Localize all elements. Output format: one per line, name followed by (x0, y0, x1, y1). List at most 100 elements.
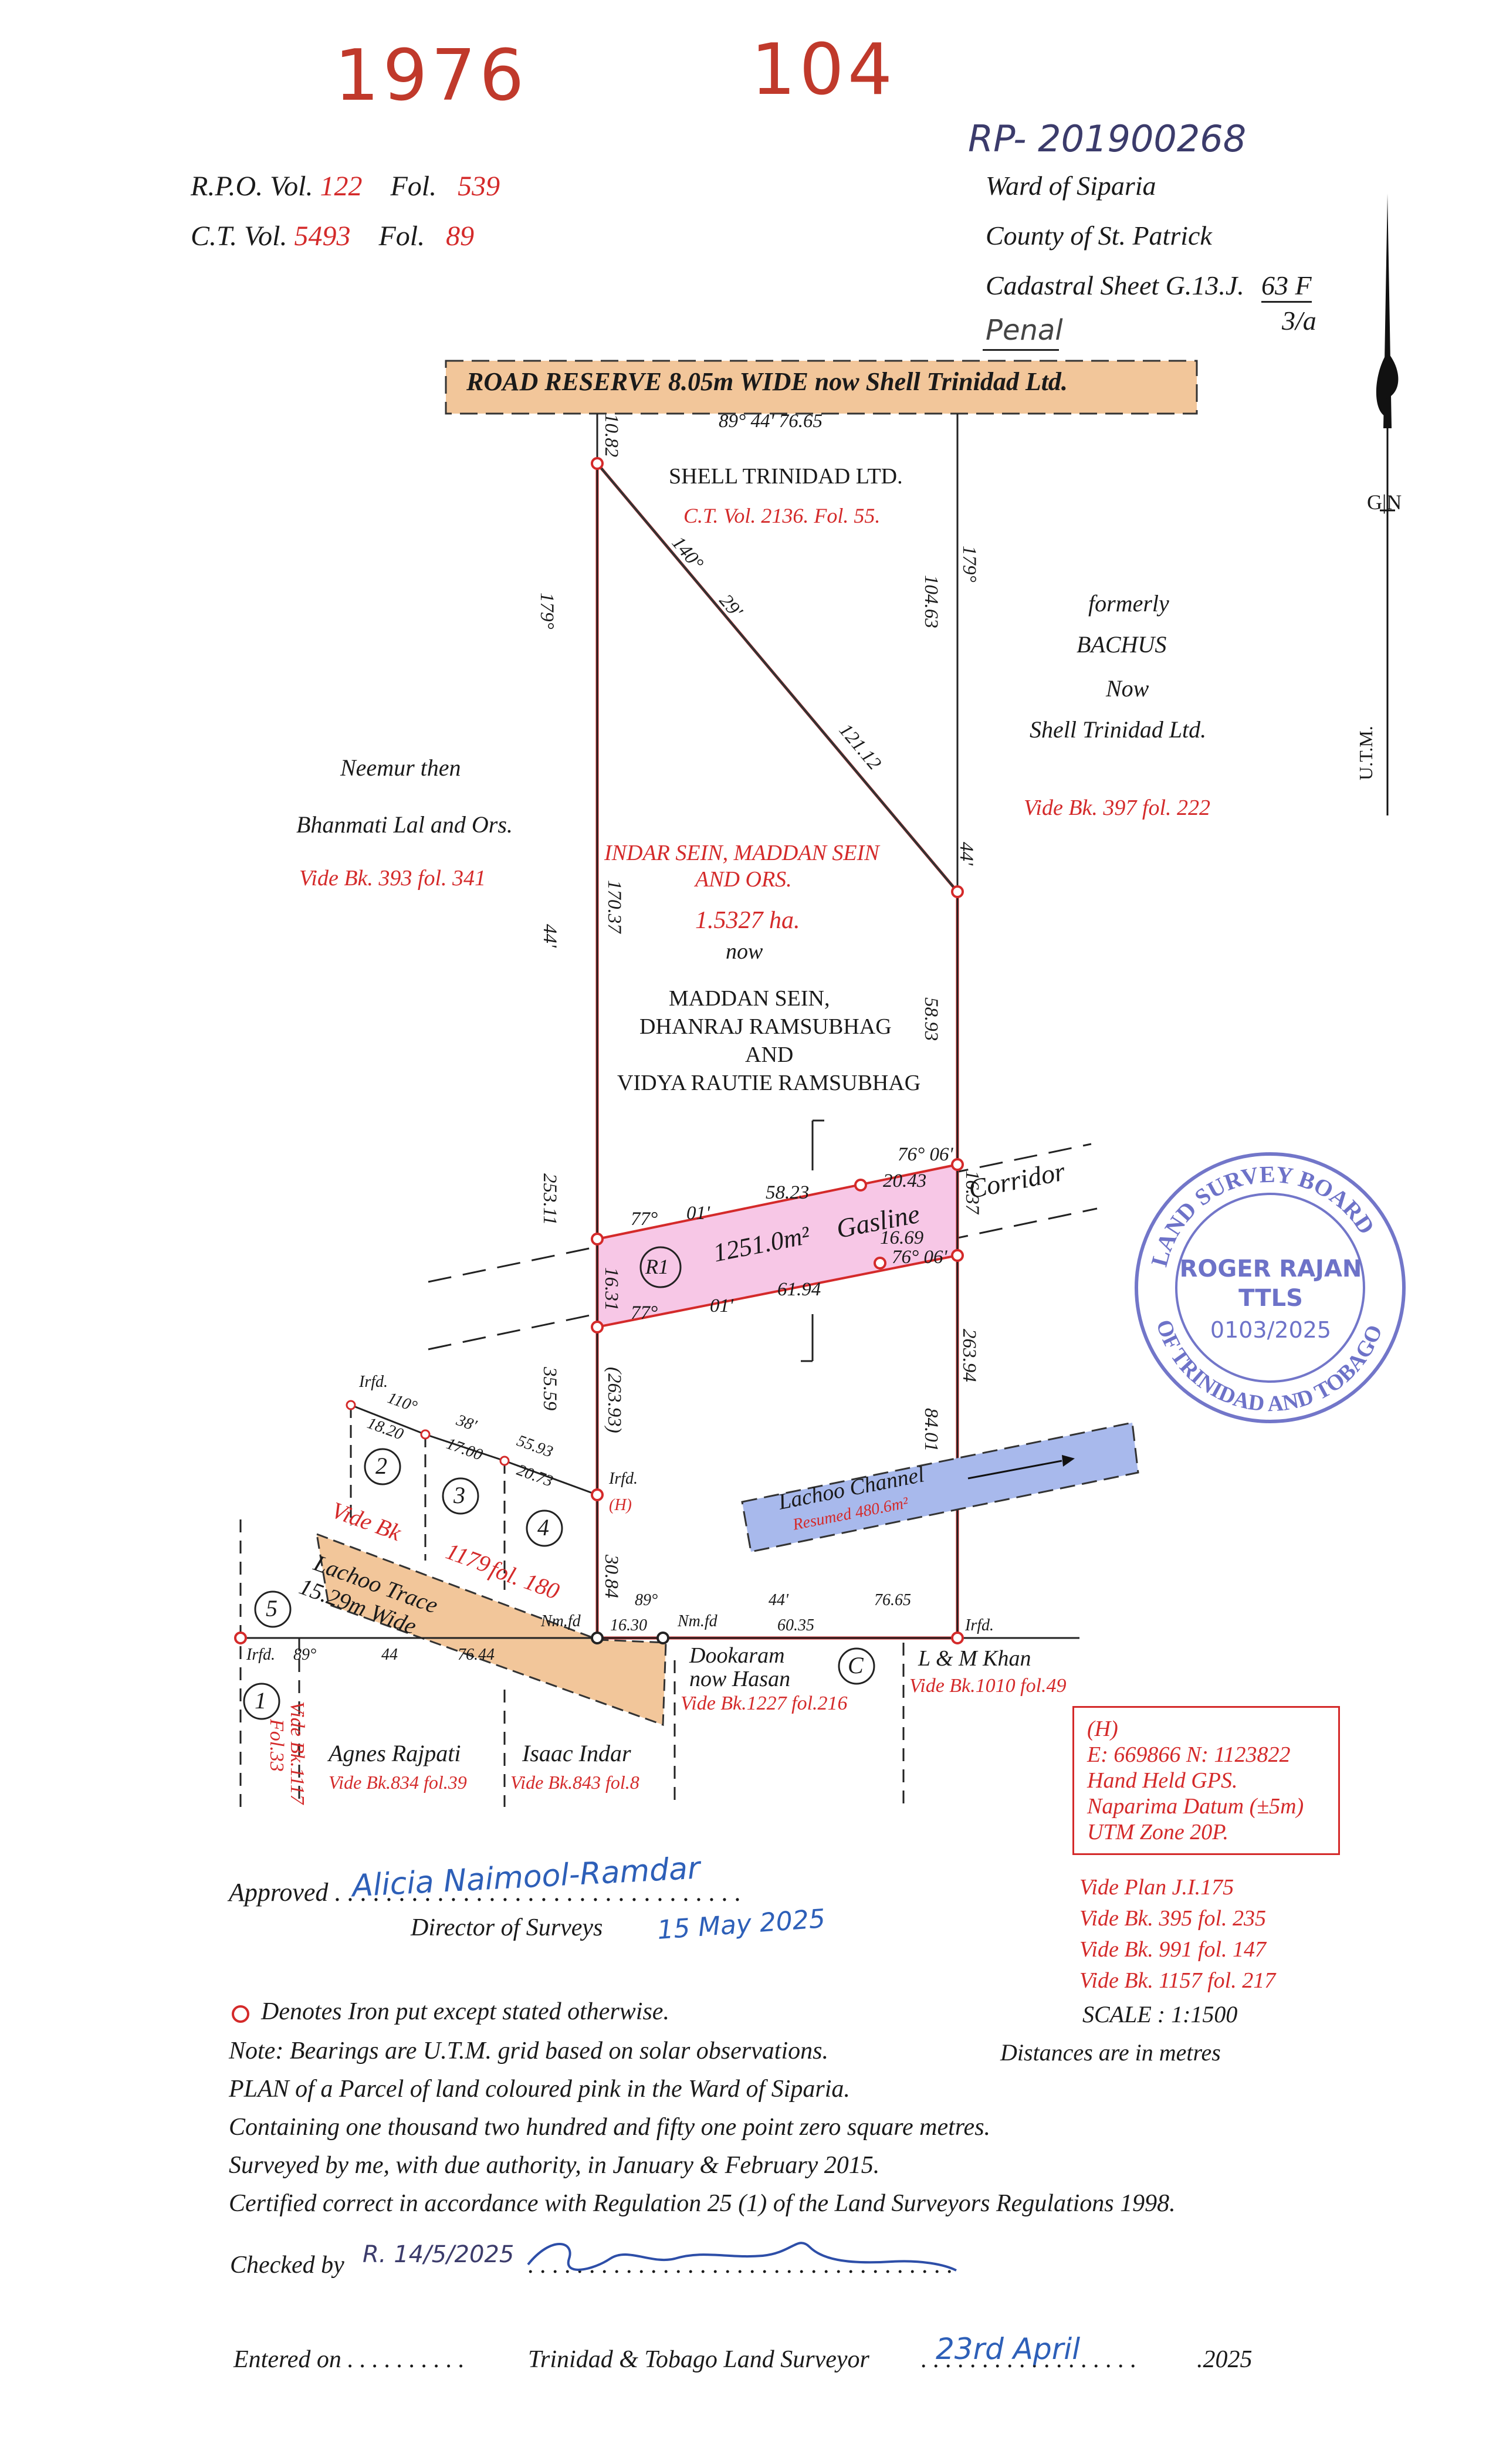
dim-01-a: 01' (686, 1203, 710, 1224)
rpo-vol: 122 (320, 171, 363, 202)
east-owner-1: formerly (1088, 590, 1169, 617)
isaac-owner: Isaac Indar (522, 1740, 631, 1766)
dim-179-east: 179° (959, 546, 980, 583)
shell-ct: C.T. Vol. 2136. Fol. 55. (683, 504, 881, 527)
surveyor-date: 23rd April (936, 2332, 1081, 2366)
note-bearings: Note: Bearings are U.T.M. grid based on … (229, 2037, 828, 2064)
ref-bk-991: Vide Bk. 991 fol. 147 (1079, 1937, 1267, 1962)
cadastral-sub: 3/a (1282, 306, 1316, 336)
west-ref: Vide Bk. 393 fol. 341 (299, 866, 486, 891)
lots-north-line (350, 1404, 598, 1496)
dim-77-a: 77° (631, 1209, 658, 1230)
dim-top: 89° 44' 76.65 (719, 411, 823, 432)
ward: Ward of Siparia (986, 171, 1156, 201)
dim-16-69: 16.69 (880, 1227, 924, 1248)
new-owner-2: DHANRAJ RAMSUBHAG (639, 1014, 892, 1039)
dim-263-94: 263.94 (959, 1329, 980, 1382)
plan-number-left: 1976 (334, 35, 528, 117)
lot-circle-1 (243, 1683, 280, 1720)
gps-line-2: E: 669866 N: 1123822 (1087, 1742, 1291, 1767)
seal-number: 0103/2025 (1210, 1317, 1332, 1343)
east-ref: Vide Bk. 397 fol. 222 (1024, 796, 1211, 820)
road-reserve-label: ROAD RESERVE 8.05m WIDE now Shell Trinid… (466, 367, 1068, 396)
dim-44-east: 44' (956, 842, 977, 866)
lm-khan: L & M Khan (918, 1646, 1031, 1671)
dim-60-35: 60.35 (777, 1616, 814, 1634)
entered-on: Entered on . . . . . . . . . . (233, 2346, 465, 2373)
surveyor-signature (527, 2242, 957, 2272)
ct-fol-label: Fol. (378, 221, 425, 252)
dim-44-west: 44' (539, 924, 560, 948)
shell-boundary-line (596, 462, 959, 893)
checked-by-initials: R. 14/5/2025 (363, 2241, 515, 2268)
iron-marker (951, 1158, 964, 1171)
dim-30-84: 30.84 (601, 1555, 622, 1599)
dim-77-b: 77° (631, 1302, 658, 1324)
gps-line-1: (H) (1087, 1717, 1118, 1741)
dim-20-43: 20.43 (883, 1170, 927, 1192)
iron-marker (499, 1456, 510, 1466)
iron-marker (951, 1632, 964, 1644)
iron-marker (420, 1429, 431, 1440)
signature-stroke (527, 2242, 957, 2272)
north-arrow-fleur (1376, 352, 1399, 417)
surveyed-by: Surveyed by me, with due authority, in J… (229, 2152, 880, 2179)
nail-marker (591, 1632, 604, 1644)
east-owner-3: Now (1106, 675, 1149, 702)
dim-89-b: 89° (293, 1646, 317, 1664)
irfd-sw: Irfd. (246, 1646, 275, 1664)
rpo-fol: 539 (458, 171, 500, 202)
ref-bk-395: Vide Bk. 395 fol. 235 (1079, 1906, 1267, 1931)
north-arrow (1376, 194, 1399, 815)
east-owner-4: Shell Trinidad Ltd. (1030, 716, 1207, 743)
road-reserve-band (445, 360, 1198, 415)
iron-marker (591, 457, 604, 470)
lot-number-2: 2 (375, 1453, 387, 1479)
rp-number: RP- 201900268 (968, 117, 1247, 160)
channel-arrow (967, 1460, 1062, 1480)
shell-title: SHELL TRINIDAD LTD. (669, 464, 903, 489)
nmfd-west: Nm.fd (541, 1612, 581, 1630)
dim-170-37: 170.37 (604, 880, 625, 933)
ct-line: C.T. Vol. 5493 Fol. 89 (191, 220, 474, 252)
gps-line-3: Hand Held GPS. (1087, 1768, 1238, 1793)
dookaram-2: now Hasan (689, 1667, 791, 1691)
approved-dots: . . . . . . . . . . . . . . . . . . . . … (334, 1878, 742, 1907)
corridor-line-south (428, 1207, 1098, 1351)
dim-58-23: 58.23 (766, 1182, 810, 1203)
lot-circle-5 (254, 1590, 292, 1628)
west-owner-2: Bhanmati Lal and Ors. (296, 811, 513, 838)
checked-by-label: Checked by (230, 2252, 344, 2279)
penal-underline (983, 349, 1059, 351)
dim-58-93: 58.93 (920, 997, 942, 1041)
containing-area: Containing one thousand two hundred and … (229, 2114, 991, 2141)
nmfd-east: Nm.fd (678, 1612, 717, 1630)
main-area: 1.5327 ha. (695, 907, 800, 934)
dim-35-59: 35.59 (539, 1367, 560, 1411)
iron-marker (951, 1249, 964, 1262)
ref-plan: Vide Plan J.I.175 (1079, 1875, 1234, 1900)
east-owner-2: BACHUS (1077, 631, 1167, 658)
dim-01-b: 01' (710, 1295, 734, 1316)
iron-marker (591, 1233, 604, 1245)
ct-fol: 89 (446, 221, 475, 252)
iron-marker (591, 1321, 604, 1333)
irfd-h: Irfd. (609, 1470, 638, 1488)
gps-line-4: Naparima Datum (±5m) (1087, 1794, 1304, 1819)
corridor-bracket-north (811, 1119, 824, 1170)
cadastral-number: 63 F (1261, 270, 1312, 303)
iron-legend-icon (232, 2005, 249, 2023)
dim-76-06-a: 76° 06' (898, 1144, 953, 1165)
lot1-ref-fol: Fol.33 (266, 1719, 287, 1772)
dim-179-west: 179° (536, 593, 557, 629)
agnes-owner: Agnes Rajpati (329, 1740, 461, 1766)
iron-legend-text: Denotes Iron put except stated otherwise… (261, 1998, 669, 2025)
lot-number-5: 5 (266, 1595, 277, 1622)
approved-date: 15 May 2025 (656, 1904, 827, 1945)
new-owner-3: AND (745, 1043, 794, 1067)
surveyor-year: .2025 (1197, 2346, 1253, 2373)
h-mark: (H) (609, 1496, 632, 1514)
approved-text: Approved (229, 1878, 329, 1907)
corridor-bracket-south (801, 1314, 814, 1362)
irfd-lot2: Irfd. (359, 1373, 388, 1391)
